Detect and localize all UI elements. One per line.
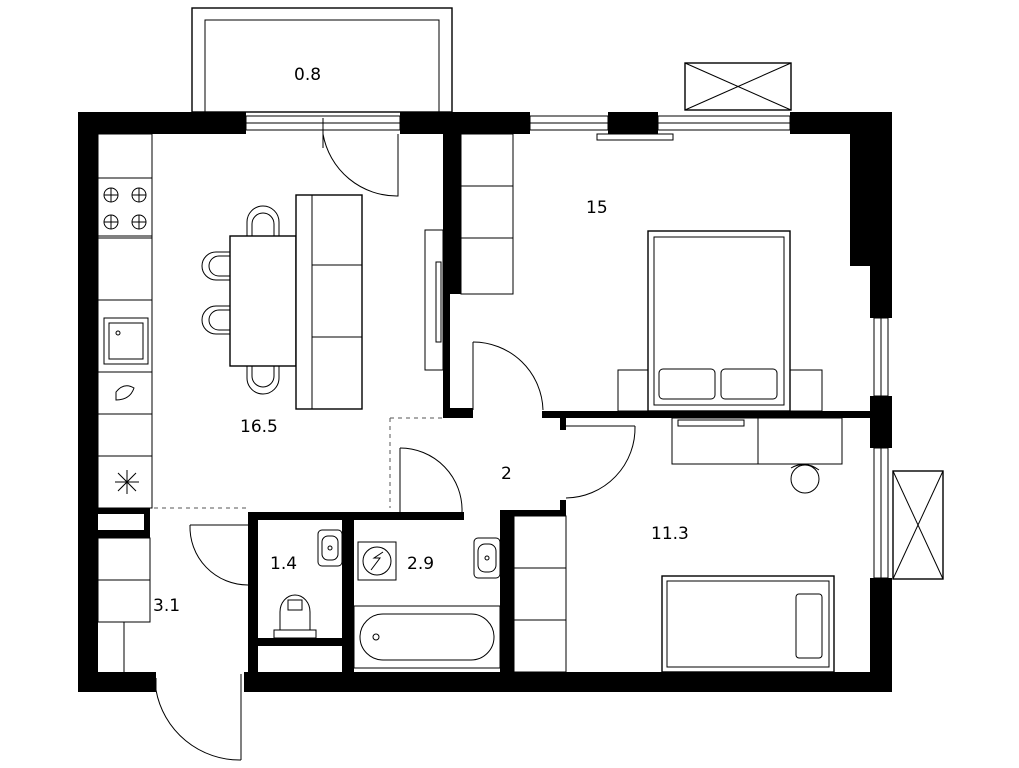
doors xyxy=(155,118,636,761)
toilet-area-label: 1.4 xyxy=(270,554,297,574)
dining-table xyxy=(229,235,297,367)
hallway-area-label: 3.1 xyxy=(153,596,180,616)
ac-unit-right xyxy=(892,470,944,580)
corridor-area-label: 2 xyxy=(501,464,512,484)
interior-walls xyxy=(96,112,870,672)
single-bed xyxy=(661,575,835,673)
toilet-sink-icon xyxy=(317,529,343,567)
living-kitchen-area-label: 16.5 xyxy=(240,417,278,437)
dishwasher-icon xyxy=(115,385,135,401)
bedroom-small-area-label: 11.3 xyxy=(651,524,689,544)
sofa xyxy=(295,194,363,410)
dining-chairs xyxy=(201,205,280,395)
balcony xyxy=(191,7,453,113)
stove-icon xyxy=(97,177,153,237)
washing-machine-icon xyxy=(357,541,397,581)
tv-stand xyxy=(424,229,444,371)
wardrobe-bedroom xyxy=(460,133,514,295)
hallway-closet xyxy=(97,537,151,672)
bedroom-large-area-label: 15 xyxy=(586,198,608,218)
bathroom-area-label: 2.9 xyxy=(407,554,434,574)
bathroom-sink-icon xyxy=(473,537,501,579)
balcony-area-label: 0.8 xyxy=(294,65,321,85)
double-bed xyxy=(617,230,823,412)
bathtub-icon xyxy=(353,605,501,669)
desk-chair xyxy=(790,464,820,494)
exterior-walls xyxy=(78,112,892,692)
toilet-icon xyxy=(273,594,317,639)
windows xyxy=(245,115,889,579)
fridge-icon xyxy=(115,470,139,494)
desk xyxy=(671,417,843,465)
kitchen-counter xyxy=(97,133,153,509)
ac-unit-top xyxy=(684,62,792,111)
sink-icon xyxy=(103,317,149,365)
wardrobe-small-bedroom xyxy=(513,515,567,673)
